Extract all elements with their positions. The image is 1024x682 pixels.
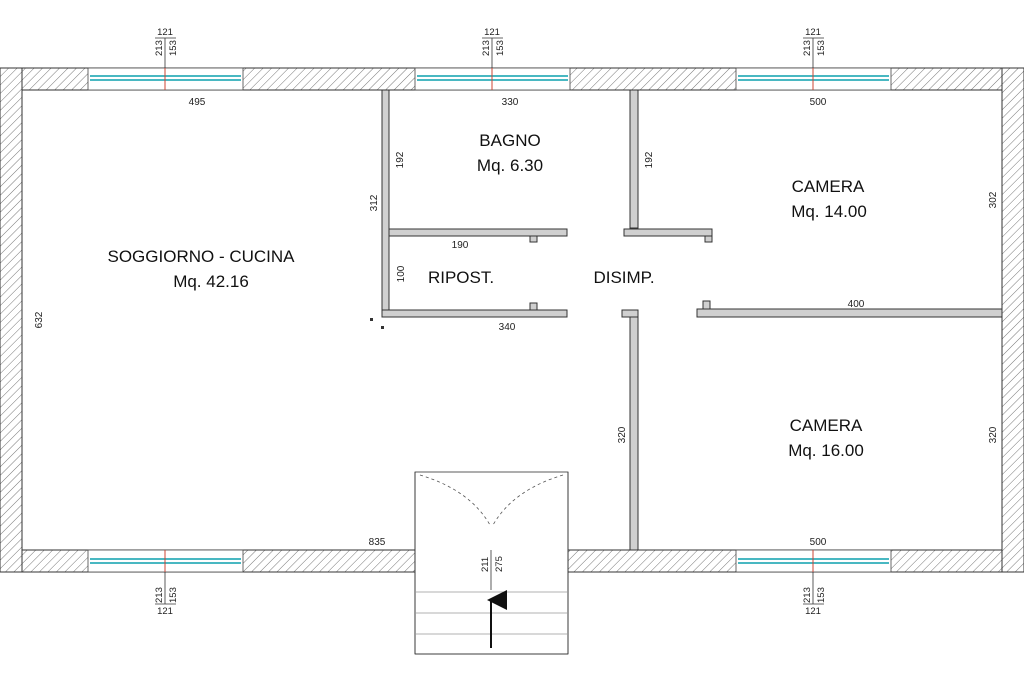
window-dim-top-1: 121 213 153 bbox=[154, 27, 179, 68]
partition-camera2-left bbox=[629, 316, 639, 551]
dim-camera1-bottom: 400 bbox=[848, 299, 865, 310]
window-sill-label: 153 bbox=[168, 40, 179, 56]
window-dim-top-2: 121 213 153 bbox=[481, 27, 506, 68]
dim-bagno-right: 192 bbox=[644, 151, 655, 168]
window-width-label: 121 bbox=[484, 27, 500, 38]
door-swing-right bbox=[492, 474, 564, 526]
room-name-camera-2: CAMERA bbox=[790, 416, 863, 435]
window-dim-bottom-1: 213 153 121 bbox=[154, 572, 179, 617]
window-dim-top-3: 121 213 153 bbox=[802, 27, 827, 68]
room-area-bagno: Mq. 6.30 bbox=[477, 156, 543, 175]
door-jamb bbox=[704, 235, 713, 243]
partition-camera1-stub bbox=[623, 228, 713, 237]
left-wall bbox=[0, 67, 23, 573]
dim-ripost-bottom: 340 bbox=[499, 322, 516, 333]
dim-soggiorno-top: 495 bbox=[189, 97, 206, 108]
room-name-soggiorno: SOGGIORNO - CUCINA bbox=[107, 247, 295, 266]
window-top-1 bbox=[87, 67, 244, 91]
door-jamb bbox=[529, 302, 538, 311]
window-top-3 bbox=[735, 67, 892, 91]
window-sill-label: 153 bbox=[168, 587, 179, 603]
interior-partitions bbox=[370, 89, 1003, 551]
dim-ripost-left: 100 bbox=[396, 265, 407, 282]
window-height-label: 213 bbox=[802, 40, 813, 56]
partition-ripost-bottom bbox=[381, 309, 568, 318]
window-height-label: 213 bbox=[802, 587, 813, 603]
window-dim-bottom-2: 213 153 121 bbox=[802, 572, 827, 617]
window-height-label: 213 bbox=[481, 40, 492, 56]
dim-camera1-top: 500 bbox=[810, 97, 827, 108]
window-width-label: 121 bbox=[157, 606, 173, 617]
room-name-ripost: RIPOST. bbox=[428, 268, 494, 287]
window-sill-label: 153 bbox=[816, 40, 827, 56]
window-sill-label: 153 bbox=[495, 40, 506, 56]
door-jamb bbox=[529, 235, 538, 243]
partition-camera-divider bbox=[696, 308, 1003, 318]
right-wall bbox=[1001, 67, 1024, 573]
dim-soggiorno-right: 312 bbox=[369, 194, 380, 211]
room-area-camera-1: Mq. 14.00 bbox=[791, 202, 867, 221]
room-area-soggiorno: Mq. 42.16 bbox=[173, 272, 249, 291]
dim-camera1-right: 302 bbox=[988, 191, 999, 208]
window-width-label: 121 bbox=[805, 27, 821, 38]
window-height-label: 213 bbox=[154, 587, 165, 603]
dim-bagno-left: 192 bbox=[395, 151, 406, 168]
window-sill-label: 153 bbox=[816, 587, 827, 603]
partition-bagno-bottom bbox=[388, 228, 568, 237]
room-name-disimp: DISIMP. bbox=[593, 268, 654, 287]
room-area-camera-2: Mq. 16.00 bbox=[788, 441, 864, 460]
dim-camera2-left: 320 bbox=[617, 426, 628, 443]
dim-bagno-top: 330 bbox=[502, 97, 519, 108]
window-width-label: 121 bbox=[157, 27, 173, 38]
entrance-dim-a: 211 bbox=[480, 557, 491, 572]
dim-camera2-bottom: 500 bbox=[810, 537, 827, 548]
window-height-label: 213 bbox=[154, 40, 165, 56]
partition-soggiorno-right bbox=[381, 89, 390, 313]
entrance: 211 275 bbox=[414, 471, 569, 655]
dim-soggiorno-left: 632 bbox=[34, 311, 45, 328]
room-name-bagno: BAGNO bbox=[479, 131, 540, 150]
dim-camera2-right: 320 bbox=[988, 426, 999, 443]
window-top-2 bbox=[414, 67, 571, 91]
window-width-label: 121 bbox=[805, 606, 821, 617]
partition-stub bbox=[621, 309, 639, 318]
entrance-dim-b: 275 bbox=[494, 556, 505, 572]
dim-soggiorno-bottom: 835 bbox=[369, 537, 386, 548]
window-bottom-1 bbox=[87, 549, 244, 573]
partition-bagno-right bbox=[629, 89, 639, 229]
window-bottom-2 bbox=[735, 549, 892, 573]
room-name-camera-1: CAMERA bbox=[792, 177, 865, 196]
door-jamb bbox=[702, 300, 711, 310]
door-swing-left bbox=[419, 474, 491, 526]
dim-ripost-top: 190 bbox=[452, 240, 469, 251]
